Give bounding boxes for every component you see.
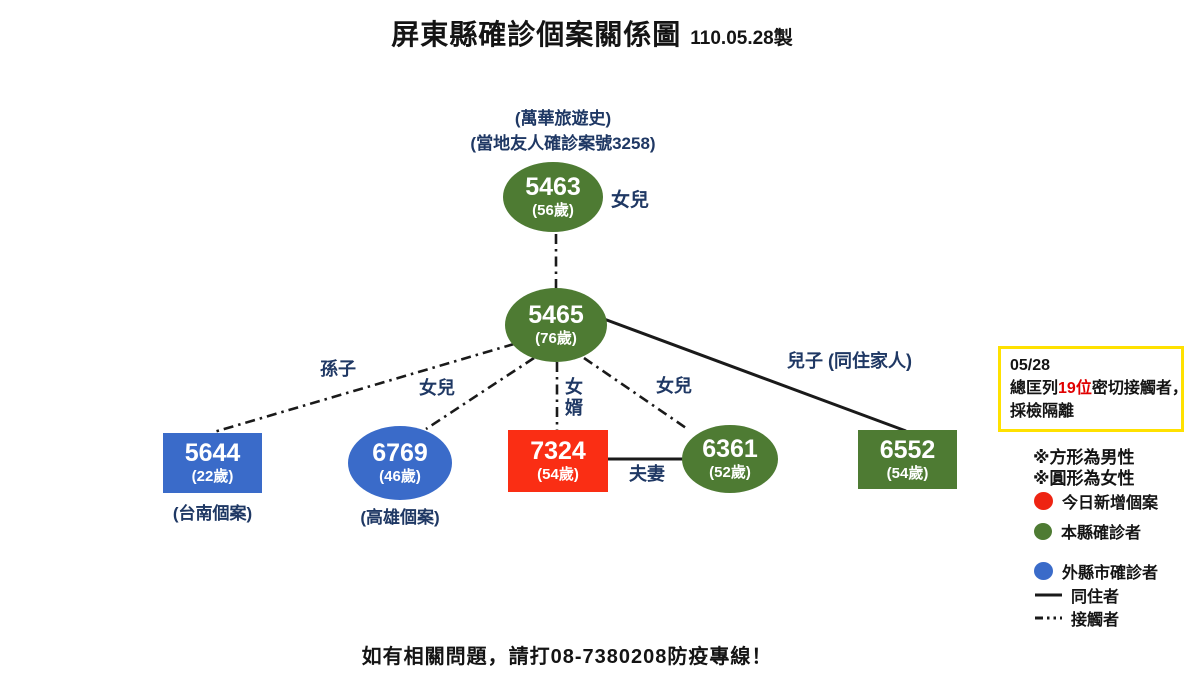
notice-line2-post: 密切接觸者，: [1091, 380, 1188, 397]
edge-label-daughter-6361: 女兒: [656, 376, 692, 396]
case-node-5465: 5465 (76歲): [505, 288, 607, 362]
notice-box: 05/28 總匡列19位密切接觸者， 採檢隔離: [998, 346, 1188, 432]
legend-note-female: ※圓形為女性: [1033, 469, 1135, 488]
notice-line3: 採檢隔離: [1010, 403, 1075, 420]
case-age: (22歲): [191, 468, 234, 485]
notice-count-highlight: 19位: [1058, 380, 1092, 397]
dash-dot-line-icon: [1035, 616, 1062, 620]
edge-5465-6361-contact: [583, 356, 690, 432]
source-note: (萬華旅遊史) (當地友人確診案號3258): [413, 106, 713, 156]
page-title: 屏東縣確診個案關係圖 110.05.28製: [0, 13, 1184, 53]
title-text: 屏東縣確診個案關係圖: [391, 19, 682, 50]
legend-label: 本縣確診者: [1061, 525, 1142, 542]
case-node-5463: 5463 (56歲): [503, 162, 603, 232]
blue-circle-icon: [1034, 562, 1053, 580]
notice-line2: 總匡列19位密切接觸者，: [1010, 377, 1188, 400]
case-age: (76歲): [535, 330, 577, 347]
case-node-5644: 5644 (22歲): [163, 433, 262, 493]
case-node-7324: 7324 (54歲): [508, 430, 608, 492]
case-node-6361: 6361 (52歲): [682, 425, 778, 493]
edge-label-son-cohabit: 兒子 (同住家人): [787, 351, 912, 371]
case-number: 7324: [530, 437, 586, 465]
legend-label: 外縣市確診者: [1062, 565, 1159, 582]
case-node-6552: 6552 (54歲): [858, 430, 957, 489]
edge-label-son-in-law: 女 婿: [565, 377, 583, 419]
notice-line2-pre: 總匡列: [1010, 380, 1059, 397]
edge-5465-6552-cohabit: [603, 317, 907, 433]
edge-label-son-in-law-char1: 女: [565, 377, 583, 397]
case-number: 5644: [184, 439, 241, 467]
source-note-line2: (當地友人確診案號3258): [470, 134, 656, 153]
legend-label: 接觸者: [1071, 612, 1120, 629]
legend-note-male: ※方形為男性: [1033, 448, 1135, 467]
green-circle-icon: [1034, 522, 1052, 540]
case-caption-tainan: (台南個案): [172, 504, 253, 523]
case-age: (56歲): [532, 202, 574, 219]
legend-item-cohabitant: 同住者: [1035, 583, 1119, 607]
legend-item-county-case: 本縣確診者: [1034, 519, 1141, 543]
edge-label-daughter-6769: 女兒: [419, 378, 455, 398]
legend-item-new-case: 今日新增個案: [1034, 489, 1158, 513]
case-node-6769: 6769 (46歲): [348, 426, 452, 500]
legend-label: 同住者: [1071, 589, 1120, 606]
edge-label-son-in-law-char2: 婿: [565, 398, 583, 418]
title-date: 110.05.28製: [690, 28, 793, 49]
case-age: (52歲): [709, 464, 751, 481]
case-number: 6361: [702, 435, 758, 463]
solid-line-icon: [1035, 593, 1062, 597]
red-circle-icon: [1034, 492, 1053, 510]
edge-label-daughter-5463: 女兒: [611, 190, 650, 211]
case-number: 6552: [879, 435, 936, 464]
edge-label-grandson: 孫子: [320, 359, 356, 379]
source-note-line1: (萬華旅遊史): [514, 109, 612, 128]
edge-5465-5644-contact: [213, 342, 515, 434]
case-number: 5463: [525, 173, 581, 201]
legend-item-other-county-case: 外縣市確診者: [1034, 559, 1158, 583]
notice-date: 05/28: [1010, 357, 1051, 374]
edge-label-couple: 夫妻: [629, 464, 665, 484]
case-age: (46歲): [379, 468, 421, 485]
case-number: 5465: [528, 301, 584, 329]
legend-label: 今日新增個案: [1062, 495, 1159, 512]
legend-item-contact: 接觸者: [1035, 606, 1119, 630]
case-age: (54歲): [537, 466, 579, 483]
hotline-text: 如有相關問題，請打08-7380208防疫專線！: [361, 646, 773, 668]
case-caption-kaohsiung: (高雄個案): [360, 508, 440, 527]
case-number: 6769: [372, 439, 428, 467]
case-age: (54歲): [886, 464, 929, 482]
